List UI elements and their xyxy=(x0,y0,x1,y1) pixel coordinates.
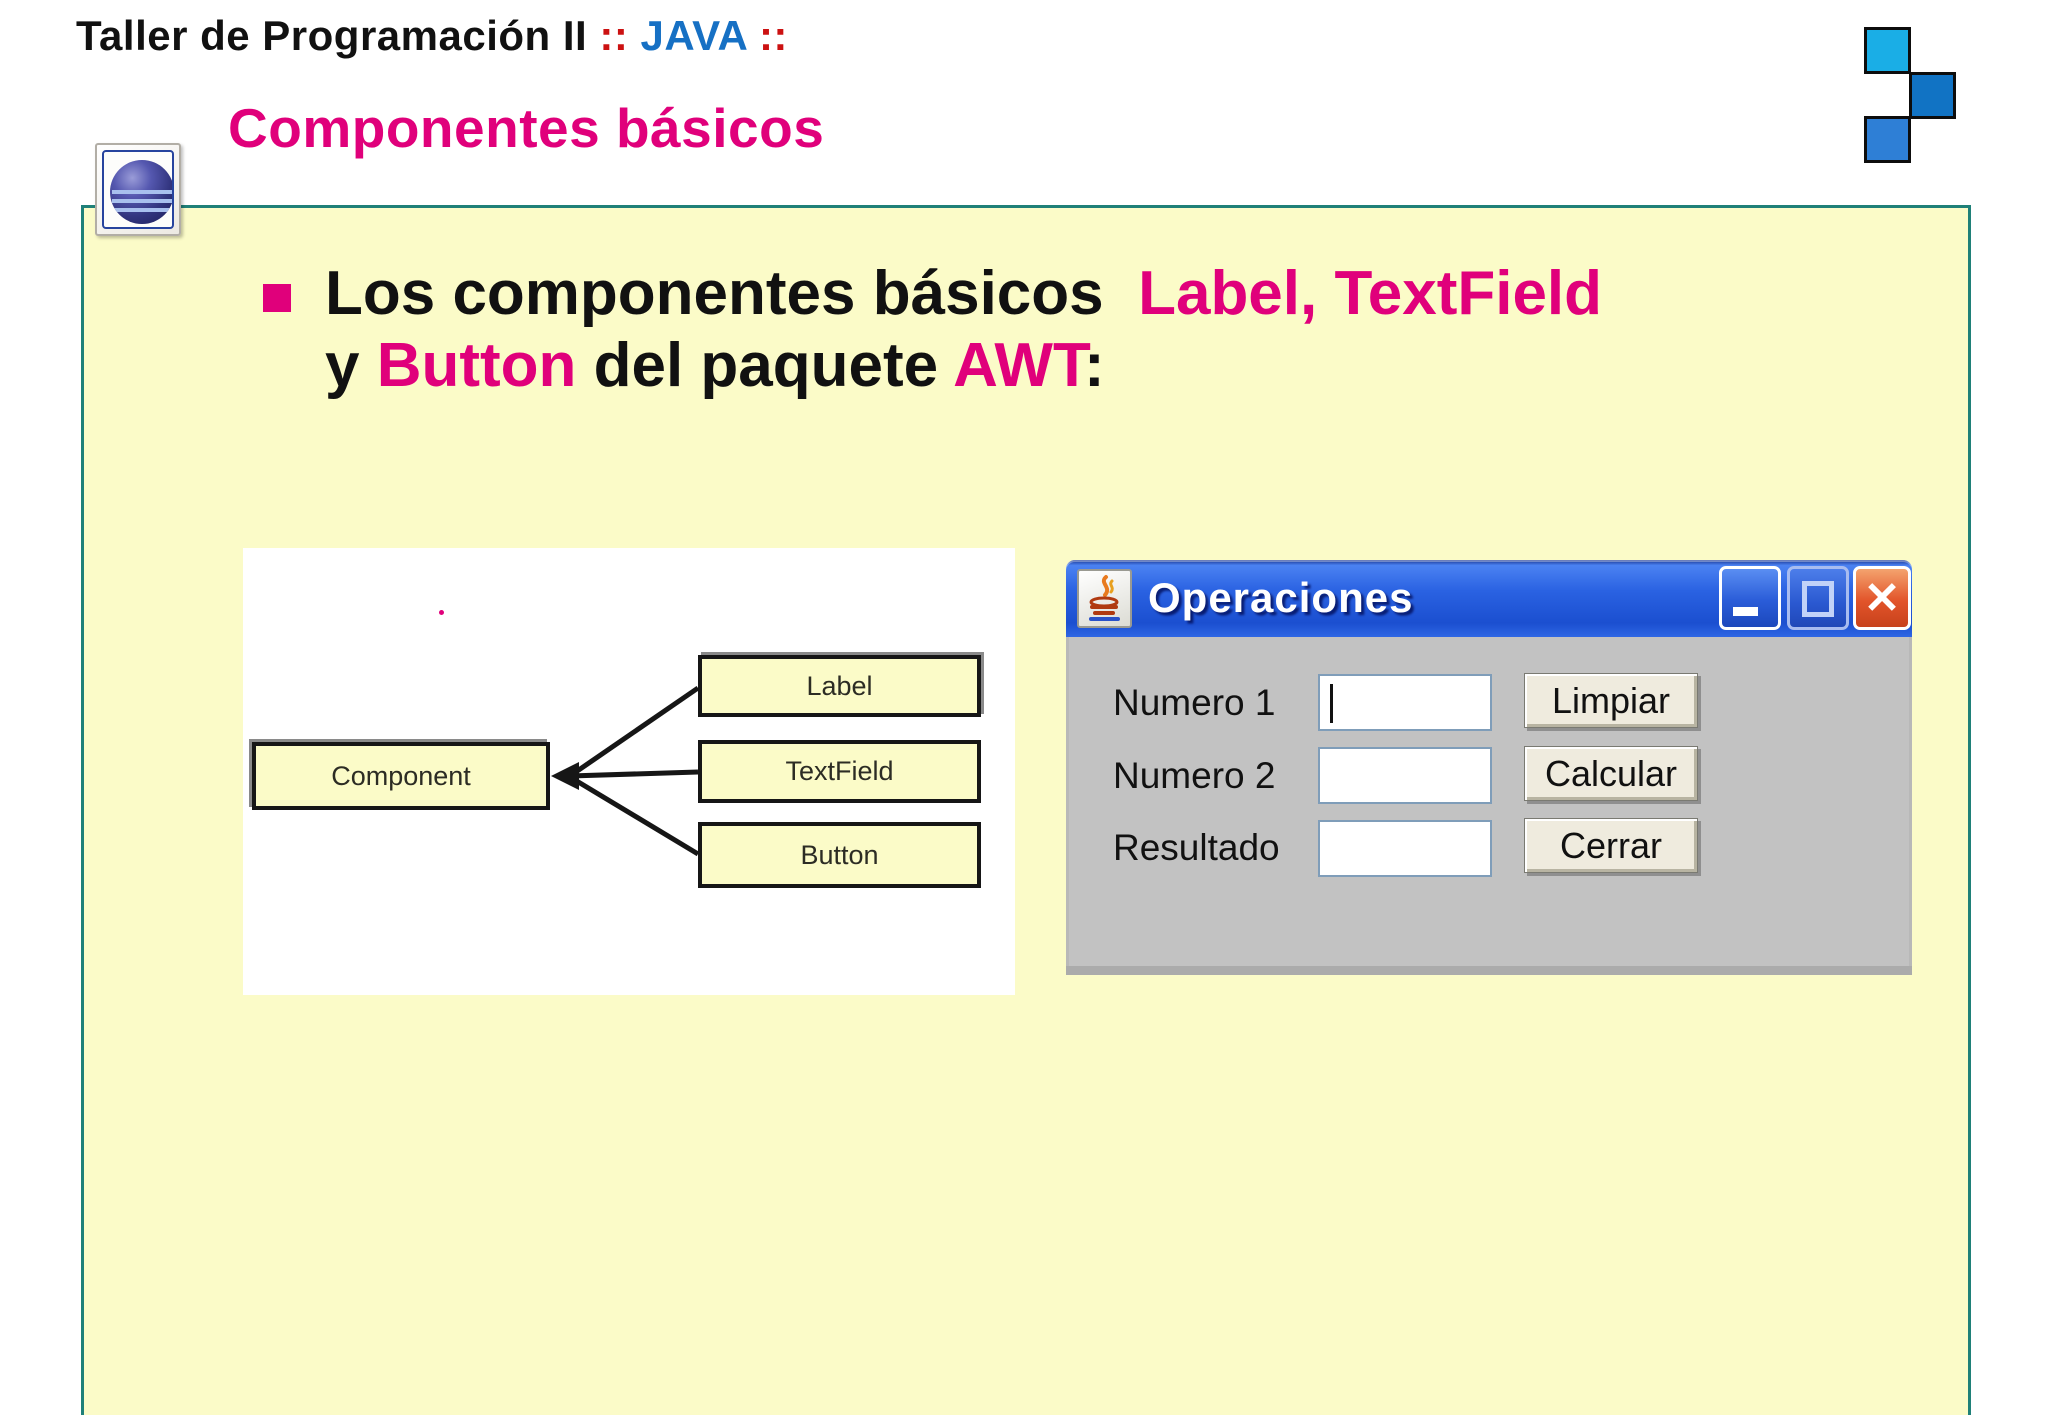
logo-square-dark-blue xyxy=(1909,72,1956,119)
inheritance-arrows xyxy=(551,685,700,857)
logo-square-cyan xyxy=(1864,27,1911,74)
separator-right: :: xyxy=(746,12,788,59)
page-header: Taller de Programación II :: JAVA :: xyxy=(76,12,788,60)
close-icon: ✕ xyxy=(1863,573,1901,623)
eclipse-orb xyxy=(110,160,172,224)
logo-square-blue xyxy=(1864,116,1911,163)
artifact-dot xyxy=(439,610,444,615)
bullet-seg: y xyxy=(325,331,377,400)
calcular-button[interactable]: Calcular xyxy=(1524,746,1698,801)
bullet-seg: : xyxy=(1083,331,1105,400)
numero-1-label: Numero 1 xyxy=(1113,682,1276,723)
resultado-label: Resultado xyxy=(1113,827,1280,868)
minimize-button[interactable] xyxy=(1719,566,1781,630)
bullet-marker xyxy=(263,284,291,312)
bullet-seg: del paquete xyxy=(576,331,954,400)
orb-stripe xyxy=(112,190,172,194)
bullet-text: Los componentes básicos Label, TextField… xyxy=(325,258,1925,402)
bullet-seg-highlight: Button xyxy=(376,331,577,400)
maximize-icon xyxy=(1802,581,1834,617)
course-title: Taller de Programación II xyxy=(76,12,588,59)
maximize-button[interactable] xyxy=(1787,566,1849,630)
eclipse-icon-frame xyxy=(102,150,174,229)
limpiar-button[interactable]: Limpiar xyxy=(1524,673,1698,728)
class-diagram-panel: Component Label TextField Button xyxy=(243,548,1015,995)
window-body: Numero 1 Limpiar Numero 2 Calcular Resul… xyxy=(1066,637,1912,975)
diagram-box-button: Button xyxy=(698,822,981,888)
window-title: Operaciones xyxy=(1148,574,1414,621)
diagram-box-textfield: TextField xyxy=(698,740,981,803)
java-coffee-icon xyxy=(1077,569,1132,628)
numero-2-label: Numero 2 xyxy=(1113,755,1276,796)
numero-2-field[interactable] xyxy=(1318,747,1492,804)
eclipse-icon xyxy=(95,143,181,236)
language-label: JAVA xyxy=(640,12,747,59)
minimize-icon xyxy=(1733,607,1758,616)
bullet-seg: Los componentes básicos xyxy=(325,259,1121,328)
cerrar-button[interactable]: Cerrar xyxy=(1524,818,1698,873)
diagram-box-component: Component xyxy=(252,742,550,810)
diagram-box-label: Label xyxy=(698,655,981,717)
slide-title: Componentes básicos xyxy=(228,97,825,159)
close-button[interactable]: ✕ xyxy=(1853,566,1911,630)
window-titlebar[interactable]: Operaciones ✕ xyxy=(1066,560,1912,637)
resultado-field[interactable] xyxy=(1318,820,1492,877)
orb-stripe xyxy=(112,208,172,212)
bullet-seg-highlight: Label, TextField xyxy=(1120,259,1603,328)
orb-stripe xyxy=(112,199,172,203)
text-caret xyxy=(1330,684,1333,723)
operaciones-window: Operaciones ✕ Numero 1 Limpiar Numero 2 … xyxy=(1066,560,1912,975)
separator-left: :: xyxy=(587,12,641,59)
bullet-seg-highlight: AWT xyxy=(953,331,1084,400)
numero-1-field[interactable] xyxy=(1318,674,1492,731)
